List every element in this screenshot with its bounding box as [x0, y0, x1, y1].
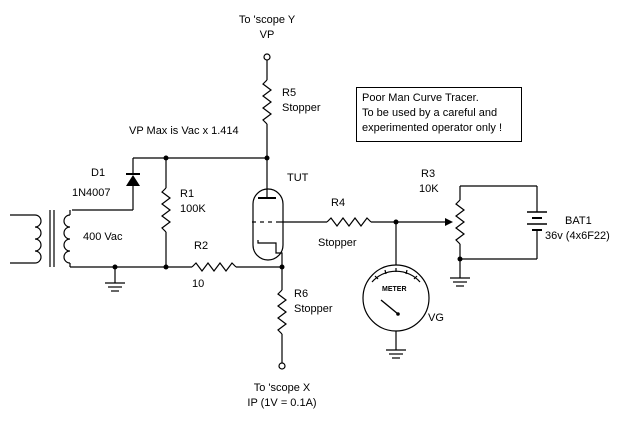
- transformer-secondary-coil: [63, 214, 71, 264]
- r2-resistor: [191, 262, 237, 272]
- r3-value: 10K: [419, 183, 439, 195]
- tut-label: TUT: [287, 172, 309, 184]
- r1-value: 100K: [180, 203, 206, 215]
- transformer-primary-coil: [34, 214, 42, 264]
- ip-label: IP (1V = 0.1A): [247, 397, 316, 409]
- scope-x-terminal: [278, 362, 286, 370]
- r5-value: Stopper: [282, 102, 321, 114]
- note-line: experimented operator only !: [362, 122, 503, 134]
- d1-name: D1: [91, 167, 105, 179]
- r5-resistor: [262, 79, 272, 125]
- meter-needle: [380, 299, 399, 315]
- r1-name: R1: [180, 188, 194, 200]
- r3-wiper-arrow: [445, 218, 453, 226]
- scope-x-label: To 'scope X: [254, 382, 311, 394]
- tube-under-test: [252, 158, 284, 267]
- warning-note-box: Poor Man Curve Tracer. To be used by a c…: [356, 87, 522, 142]
- r1-resistor: [161, 187, 171, 233]
- bat1-name: BAT1: [565, 215, 592, 227]
- d1-diode: [126, 175, 140, 186]
- junction-dot: [163, 264, 169, 270]
- battery-bat1: [527, 211, 547, 231]
- r3-potentiometer: [455, 199, 465, 245]
- r6-resistor: [277, 289, 287, 335]
- r2-value: 10: [192, 278, 204, 290]
- bat1-value: 36v (4x6F22): [545, 230, 610, 242]
- d1-part: 1N4007: [72, 187, 111, 199]
- meter-pivot: [396, 312, 400, 316]
- vp-label: VP: [260, 29, 275, 41]
- r3-name: R3: [421, 168, 435, 180]
- scope-y-label: To 'scope Y: [239, 14, 296, 26]
- r4-name: R4: [331, 197, 345, 209]
- ground-right: [450, 277, 470, 287]
- meter-label: METER: [382, 286, 407, 293]
- r4-resistor: [326, 217, 372, 227]
- vp-max-note: VP Max is Vac x 1.414: [129, 125, 239, 137]
- voltmeter: [362, 264, 430, 332]
- r6-name: R6: [294, 288, 308, 300]
- transformer-label: 400 Vac: [83, 231, 123, 243]
- r2-name: R2: [194, 240, 208, 252]
- meter-ticks: [374, 268, 418, 280]
- scope-y-terminal: [263, 53, 271, 61]
- vg-label: VG: [428, 312, 444, 324]
- r6-value: Stopper: [294, 303, 333, 315]
- note-line: Poor Man Curve Tracer.: [362, 92, 479, 104]
- r4-value: Stopper: [318, 237, 357, 249]
- ground-meter: [386, 349, 406, 359]
- note-line: To be used by a careful and: [362, 107, 498, 119]
- r5-name: R5: [282, 87, 296, 99]
- ground-left: [105, 282, 125, 292]
